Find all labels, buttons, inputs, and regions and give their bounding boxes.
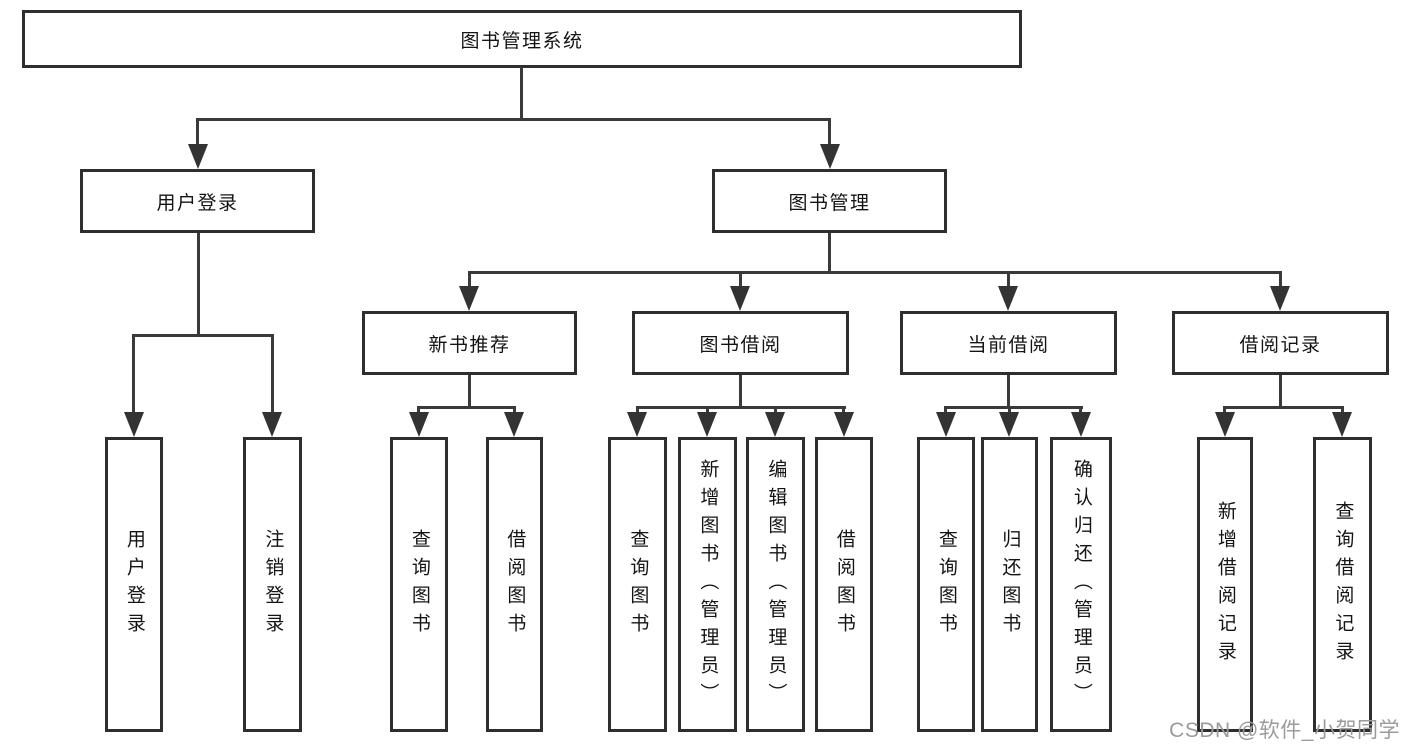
- connector-line: [842, 406, 845, 416]
- connector-line: [1223, 406, 1226, 416]
- leaf-cb-query-books: 查询图书: [917, 437, 975, 732]
- connector-line: [197, 233, 200, 336]
- connector-root-stem: [520, 67, 523, 121]
- arrowhead-down-icon: [262, 412, 282, 437]
- leaf-cb-confirm-return-admin: 确认归还（管理员）: [1050, 437, 1112, 732]
- node-book-management: 图书管理: [712, 169, 947, 233]
- connector-line: [1007, 375, 1010, 408]
- connector-line: [1007, 271, 1010, 292]
- node-label: 新增借阅记录: [1214, 500, 1236, 669]
- node-current-borrowing: 当前借阅: [900, 311, 1117, 375]
- connector-line: [706, 406, 709, 416]
- connector-line: [468, 271, 471, 292]
- connector-line: [196, 118, 199, 150]
- connector-line: [739, 271, 742, 292]
- arrowhead-down-icon: [459, 286, 479, 311]
- arrowhead-down-icon: [730, 286, 750, 311]
- connector-line: [468, 375, 471, 408]
- node-root: 图书管理系统: [22, 10, 1022, 68]
- arrowhead-down-icon: [998, 286, 1018, 311]
- leaf-br-query-borrow-record: 查询借阅记录: [1313, 437, 1372, 732]
- node-label: 新书推荐: [428, 334, 511, 356]
- connector-line: [739, 375, 742, 408]
- node-label: 查询借阅记录: [1332, 500, 1354, 669]
- node-borrowing-records: 借阅记录: [1172, 311, 1389, 375]
- node-label: 当前借阅: [967, 334, 1050, 356]
- leaf-bb-borrow-books: 借阅图书: [815, 437, 873, 732]
- node-label: 新增图书（管理员）: [697, 458, 719, 711]
- arrowhead-down-icon: [504, 412, 524, 437]
- arrowhead-down-icon: [1332, 412, 1352, 437]
- connector-line: [636, 406, 846, 409]
- connector-line: [513, 406, 516, 416]
- leaf-logout: 注销登录: [243, 437, 302, 732]
- leaf-nbr-borrow-books: 借阅图书: [486, 437, 543, 732]
- connector-line: [1079, 406, 1082, 416]
- node-label: 借阅记录: [1239, 334, 1322, 356]
- node-label: 借阅图书: [504, 528, 526, 641]
- node-label: 查询图书: [935, 528, 957, 641]
- node-new-book-recommend: 新书推荐: [362, 311, 577, 375]
- arrowhead-down-icon: [188, 144, 208, 169]
- connector-line: [417, 406, 420, 416]
- leaf-nbr-query-books: 查询图书: [390, 437, 448, 732]
- node-label: 图书借阅: [699, 334, 782, 356]
- connector-line: [774, 406, 777, 416]
- leaf-bb-query-books: 查询图书: [608, 437, 667, 732]
- arrowhead-down-icon: [999, 412, 1019, 437]
- leaf-br-add-borrow-record: 新增借阅记录: [1197, 437, 1253, 732]
- arrowhead-down-icon: [1270, 286, 1290, 311]
- arrowhead-down-icon: [124, 412, 144, 437]
- connector-line: [468, 271, 1282, 274]
- arrowhead-down-icon: [627, 412, 647, 437]
- connector-line: [944, 406, 1083, 409]
- connector-root-branch: [196, 118, 831, 121]
- connector-line: [1341, 406, 1344, 416]
- arrowhead-down-icon: [834, 412, 854, 437]
- leaf-user-login: 用户登录: [105, 437, 163, 732]
- node-label: 图书管理: [788, 192, 871, 214]
- connector-line: [828, 118, 831, 150]
- node-label: 查询图书: [627, 528, 649, 641]
- node-book-borrowing: 图书借阅: [632, 311, 849, 375]
- arrowhead-down-icon: [765, 412, 785, 437]
- watermark: CSDN @软件_小贺同学: [1169, 719, 1400, 742]
- connector-line: [1279, 375, 1282, 408]
- node-label: 归还图书: [999, 528, 1021, 641]
- leaf-cb-return-books: 归还图书: [981, 437, 1038, 732]
- connector-line: [1008, 406, 1011, 416]
- connector-line: [1223, 406, 1344, 409]
- connector-line: [828, 233, 831, 274]
- connector-line: [944, 406, 947, 416]
- arrowhead-down-icon: [697, 412, 717, 437]
- arrowhead-down-icon: [820, 144, 840, 169]
- node-label: 编辑图书（管理员）: [765, 458, 787, 711]
- connector-line: [132, 334, 135, 414]
- connector-line: [636, 406, 639, 416]
- connector-line: [417, 406, 516, 409]
- node-label: 查询图书: [408, 528, 430, 641]
- connector-line: [132, 334, 274, 337]
- arrowhead-down-icon: [409, 412, 429, 437]
- node-label: 确认归还（管理员）: [1070, 458, 1092, 711]
- node-label: 用户登录: [123, 528, 145, 641]
- leaf-bb-add-book-admin: 新增图书（管理员）: [678, 437, 737, 732]
- node-user-login: 用户登录: [80, 169, 315, 233]
- node-label: 图书管理系统: [460, 30, 584, 52]
- node-label: 用户登录: [156, 192, 239, 214]
- node-label: 注销登录: [262, 528, 284, 641]
- arrowhead-down-icon: [936, 412, 956, 437]
- leaf-bb-edit-book-admin: 编辑图书（管理员）: [746, 437, 805, 732]
- arrowhead-down-icon: [1215, 412, 1235, 437]
- arrowhead-down-icon: [1071, 412, 1091, 437]
- connector-line: [271, 334, 274, 414]
- connector-line: [1279, 271, 1282, 292]
- node-label: 借阅图书: [833, 528, 855, 641]
